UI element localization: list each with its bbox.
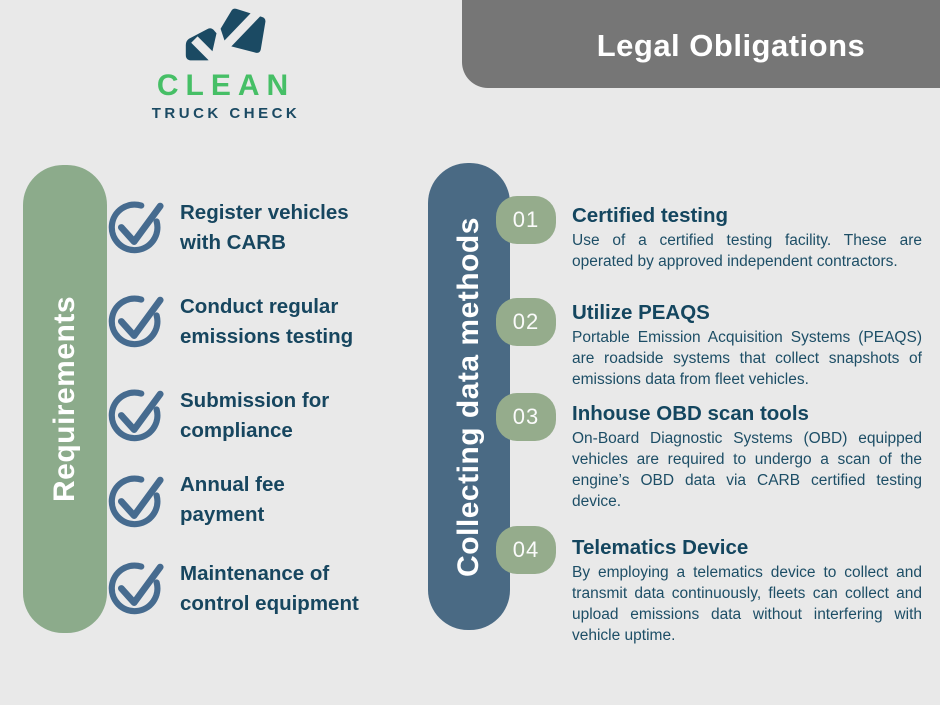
method-title: Telematics Device (572, 536, 749, 559)
check-circle-icon (108, 201, 164, 254)
page-title: Legal Obligations (596, 28, 866, 63)
method-section: Utilize PEAQS Portable Emission Acquisit… (572, 300, 922, 390)
requirement-item: Conduct regular emissions testing (108, 291, 398, 352)
requirements-label: Requirements (48, 295, 81, 503)
method-title: Inhouse OBD scan tools (572, 402, 809, 425)
method-title: Certified testing (572, 204, 729, 227)
step-badge-03: 03 (496, 393, 556, 441)
check-circle-icon (108, 295, 164, 348)
requirement-item: Submission for compliance (108, 385, 398, 446)
header-bar: Legal Obligations (462, 0, 940, 88)
methods-label: Collecting data methods (452, 216, 485, 577)
requirement-text: Register vehicles with CARB (180, 201, 349, 254)
method-title: Utilize PEAQS (572, 301, 710, 324)
requirement-text: Maintenance of control equipment (180, 562, 359, 615)
brand-logo: CLEAN TRUCK CHECK (126, 8, 326, 122)
requirement-item: Maintenance of control equipment (108, 558, 398, 619)
method-description: Use of a certified testing facility. The… (572, 232, 922, 270)
check-circle-icon (108, 474, 164, 527)
truck-check-icon (185, 8, 266, 64)
step-badge-01: 01 (496, 196, 556, 244)
method-description: By employing a telematics device to coll… (572, 564, 922, 644)
logo-text-clean: CLEAN (156, 69, 296, 102)
method-section: Telematics Device By employing a telemat… (572, 535, 922, 646)
step-badge-04: 04 (496, 526, 556, 574)
requirement-text: Conduct regular emissions testing (180, 295, 354, 348)
requirements-pill: Requirements (23, 165, 107, 633)
requirement-item: Register vehicles with CARB (108, 197, 398, 258)
logo-text-truck-check: TRUCK CHECK (151, 105, 301, 122)
requirement-text: Annual fee payment (180, 472, 285, 526)
method-description: Portable Emission Acquisition Systems (P… (572, 329, 922, 388)
method-description: On-Board Diagnostic Systems (OBD) equipp… (572, 430, 922, 510)
requirement-text: Submission for compliance (180, 389, 330, 442)
check-circle-icon (108, 389, 164, 442)
check-circle-icon (108, 562, 164, 615)
step-badge-02: 02 (496, 298, 556, 346)
method-section: Certified testing Use of a certified tes… (572, 203, 922, 272)
method-section: Inhouse OBD scan tools On-Board Diagnost… (572, 401, 922, 512)
requirement-item: Annual fee payment (108, 469, 398, 529)
